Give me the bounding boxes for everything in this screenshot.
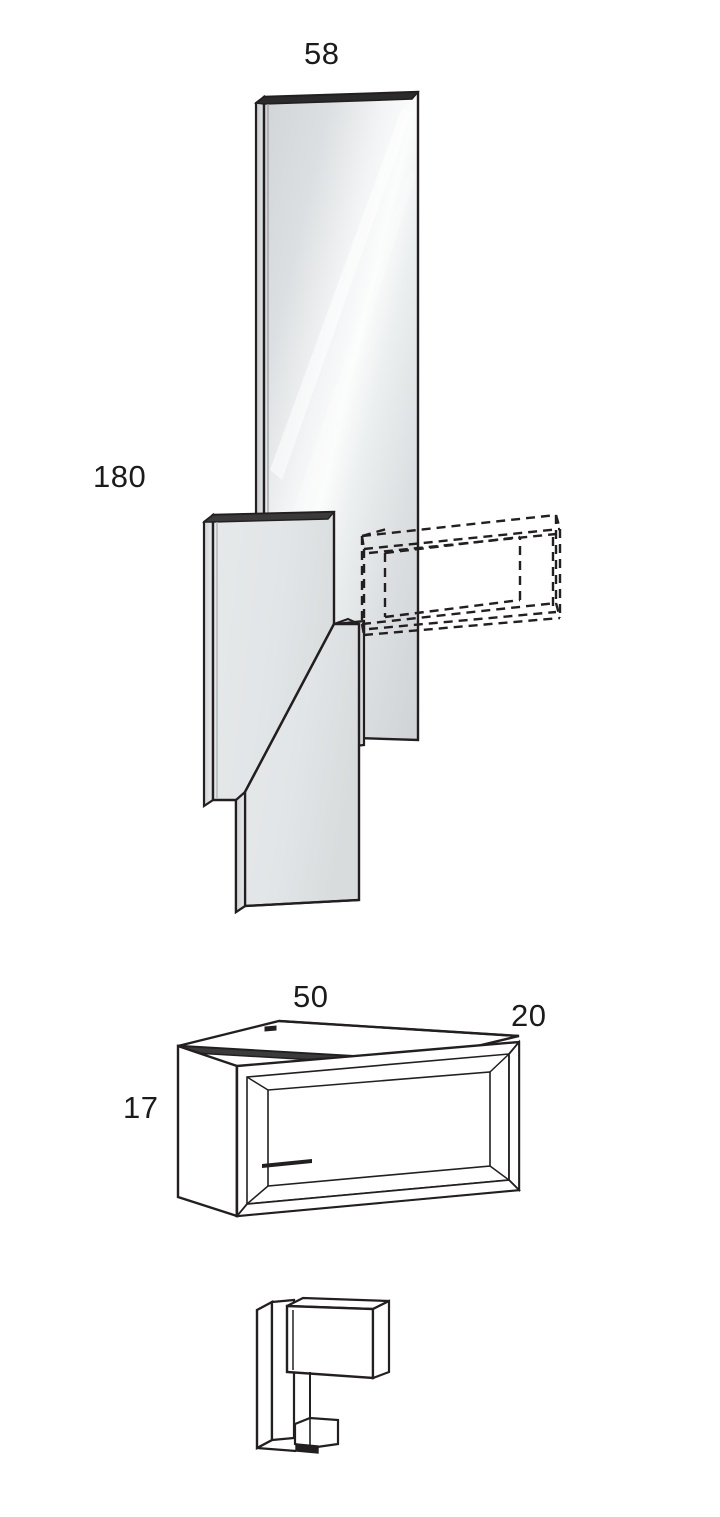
lower-panel-left-edge	[202, 512, 215, 809]
bracket-foot-tab	[295, 1443, 319, 1454]
dimension-mirror-height: 180	[93, 459, 147, 494]
lower-panel-bottom-edge	[244, 898, 360, 908]
ghost-top-back-left-to-right	[361, 513, 557, 538]
shelf-box-interior-line-tl	[246, 1076, 269, 1091]
lower-panel-step-notch	[333, 617, 360, 625]
shelf-box-bottom-thickness	[234, 1179, 521, 1218]
dimension-shelf-height: 17	[123, 1090, 159, 1125]
shelf-box-right-thickness	[508, 1039, 520, 1193]
mirror-panel-top-edge	[253, 91, 420, 105]
lower-panel-diagonal	[244, 623, 335, 793]
ghost-shelf-box	[360, 513, 562, 637]
ghost-bottom-back-rail	[361, 601, 557, 626]
mirror-reflection-highlight-2	[276, 170, 416, 572]
ghost-corner-connector-tl	[360, 535, 366, 550]
mirror-reflection-highlight	[270, 108, 412, 480]
shelf-box-interior-back	[267, 1071, 491, 1187]
shelf-box-top-notch-mark	[264, 1025, 277, 1032]
ghost-corner-connector-br	[554, 602, 562, 619]
shelf-box-top-back-edge	[278, 1019, 520, 1038]
lower-panel-tongue-edge	[234, 789, 247, 915]
wall-bracket	[255, 1296, 391, 1454]
bracket-arm-right-face	[371, 1299, 391, 1380]
ghost-corner-connector-bl	[360, 623, 366, 636]
shelf-box-interior-line-tr	[489, 1053, 510, 1073]
ghost-top-left-short	[361, 526, 391, 538]
shelf-box-left-side	[176, 1044, 239, 1218]
shelf-box-interior-line-br	[489, 1165, 510, 1181]
lower-panel-top-edge	[201, 511, 336, 523]
lower-front-panel	[201, 510, 366, 915]
ghost-bottom-front-rail	[363, 616, 561, 637]
ghost-interior-top	[384, 535, 521, 555]
shelf-box-bottom-notch-mark	[262, 1159, 312, 1168]
ghost-corner-connector-tr	[554, 514, 562, 530]
bracket-foot-block	[293, 1416, 340, 1450]
ghost-top-front-rail	[363, 527, 561, 551]
bracket-back-plate-edge	[255, 1300, 274, 1450]
dimension-mirror-width: 58	[304, 36, 340, 71]
shelf-box	[176, 1019, 521, 1218]
bracket-back-plate-bottom	[256, 1446, 297, 1453]
dimension-shelf-depth: 20	[511, 998, 547, 1033]
ghost-bottom-front-rail-inner	[368, 610, 557, 631]
ghost-interior-bottom	[384, 598, 521, 619]
shelf-box-interior-line-bl	[246, 1185, 269, 1205]
bracket-arm-front-face	[285, 1304, 375, 1380]
dimension-shelf-width: 50	[293, 979, 329, 1014]
